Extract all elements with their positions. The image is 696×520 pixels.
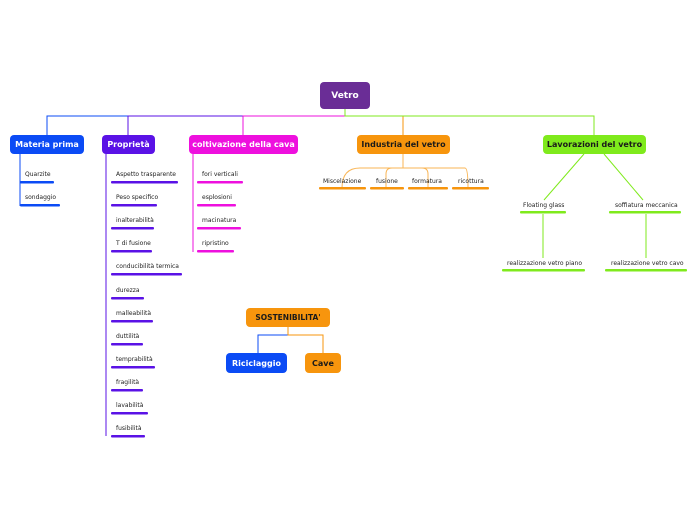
leaf-coltivazione-3[interactable]: macinatura: [202, 217, 237, 224]
root-node-vetro[interactable]: Vetro: [320, 82, 370, 109]
leaf-coltivazione-2[interactable]: esplosioni: [202, 194, 232, 201]
leaf-proprieta-8[interactable]: duttilità: [116, 333, 140, 340]
leaf-materia-1[interactable]: Quarzite: [25, 171, 51, 178]
proprieta-underline-8: [111, 343, 143, 346]
leaf-lavorazioni-2[interactable]: soffiatura meccanica: [615, 202, 678, 209]
leaf-proprieta-6[interactable]: durezza: [116, 287, 140, 294]
branch-lavorazioni-vetro[interactable]: Lavorazioni del vetro: [543, 135, 646, 154]
proprieta-underline-11: [111, 412, 148, 415]
proprieta-underline-3: [111, 227, 154, 230]
connector-industria-leaves: [341, 154, 469, 189]
proprieta-underline-12: [111, 435, 145, 438]
industria-underline-3: [408, 187, 448, 190]
leaf-industria-2[interactable]: fusione: [376, 178, 398, 185]
leaf-proprieta-3[interactable]: inalterabilità: [116, 217, 154, 224]
coltivazione-underline-1: [197, 181, 243, 184]
materia-underline-2: [20, 204, 60, 207]
lavorazioni-sub-underline-1: [502, 269, 585, 272]
industria-underline-4: [452, 187, 489, 190]
connector-root-coltivazione: [242, 109, 346, 135]
connector-root-materia: [46, 109, 346, 135]
branch-materia-prima[interactable]: Materia prima: [10, 135, 84, 154]
node-riciclaggio[interactable]: Riciclaggio: [226, 353, 287, 373]
connector-sostenibilita-cave: [287, 327, 324, 353]
connector-lavorazioni-soffiatura: [603, 153, 644, 201]
industria-underline-1: [319, 187, 366, 190]
leaf-proprieta-10[interactable]: fragilità: [116, 379, 140, 386]
connector-sostenibilita-riciclaggio: [257, 327, 289, 353]
leaf-proprieta-12[interactable]: fusibilità: [116, 425, 142, 432]
proprieta-underline-7: [111, 320, 153, 323]
leaf-proprieta-9[interactable]: temprabilità: [116, 356, 153, 363]
leaf-industria-3[interactable]: formatura: [412, 178, 442, 185]
leaf-coltivazione-4[interactable]: ripristino: [202, 240, 229, 247]
lavorazioni-sub-underline-2: [605, 269, 687, 272]
proprieta-underline-4: [111, 250, 152, 253]
proprieta-underline-5: [111, 273, 182, 276]
leaf-proprieta-5[interactable]: conducibilità termica: [116, 263, 179, 270]
proprieta-underline-10: [111, 389, 143, 392]
leaf-industria-1[interactable]: Miscelazione: [323, 178, 362, 185]
connector-root-lavorazioni: [344, 109, 595, 135]
leaf-lavorazioni-sub-2[interactable]: realizzazione vetro cavo: [611, 260, 684, 267]
connector-root-industria: [344, 109, 404, 135]
leaf-proprieta-2[interactable]: Peso specifico: [116, 194, 159, 201]
node-cave[interactable]: Cave: [305, 353, 341, 373]
branch-proprieta[interactable]: Proprietà: [102, 135, 155, 154]
industria-underline-2: [370, 187, 404, 190]
materia-underline-1: [20, 181, 54, 184]
leaf-materia-2[interactable]: sondaggio: [25, 194, 57, 201]
connector-root-proprieta: [127, 109, 346, 135]
leaf-proprieta-1[interactable]: Aspetto trasparente: [116, 171, 176, 178]
connector-lavorazioni-floating: [543, 153, 585, 201]
coltivazione-underline-4: [197, 250, 234, 253]
branch-industria-vetro[interactable]: Industria del vetro: [357, 135, 450, 154]
branch-coltivazione-cava[interactable]: coltivazione della cava: [189, 135, 298, 154]
proprieta-underline-9: [111, 366, 155, 369]
proprieta-underline-1: [111, 181, 178, 184]
leaf-lavorazioni-1[interactable]: Floating glass: [523, 202, 565, 209]
leaf-industria-4[interactable]: ricottura: [458, 178, 484, 185]
coltivazione-underline-2: [197, 204, 236, 207]
lavorazioni-underline-2: [609, 211, 681, 214]
leaf-lavorazioni-sub-1[interactable]: realizzazione vetro piano: [507, 260, 583, 267]
lavorazioni-underline-1: [520, 211, 566, 214]
leaf-coltivazione-1[interactable]: fori verticali: [202, 171, 238, 178]
proprieta-underline-2: [111, 204, 157, 207]
leaf-proprieta-11[interactable]: lavabilità: [116, 402, 144, 409]
leaf-proprieta-7[interactable]: malleabilità: [116, 310, 152, 317]
node-sostenibilita[interactable]: SOSTENIBILITA': [246, 308, 330, 327]
leaf-proprieta-4[interactable]: T di fusione: [116, 240, 151, 247]
coltivazione-underline-3: [197, 227, 241, 230]
proprieta-underline-6: [111, 297, 144, 300]
